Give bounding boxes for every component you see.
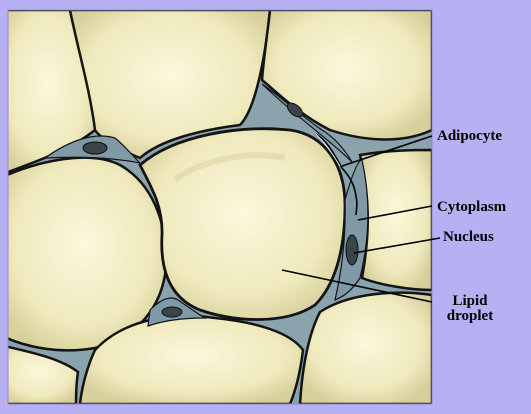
- lipid-droplet-right: [360, 150, 432, 290]
- label-lipid-line1: Lipid: [438, 294, 502, 309]
- nucleus-bottom: [162, 307, 182, 317]
- nucleus-right: [346, 235, 358, 265]
- label-lipid-droplet: Lipid droplet: [438, 294, 502, 324]
- label-lipid-line2: droplet: [438, 309, 502, 324]
- label-cytoplasm: Cytoplasm: [437, 199, 506, 215]
- label-adipocyte: Adipocyte: [437, 128, 502, 144]
- label-nucleus: Nucleus: [443, 229, 494, 245]
- nucleus-upper-left: [83, 142, 107, 154]
